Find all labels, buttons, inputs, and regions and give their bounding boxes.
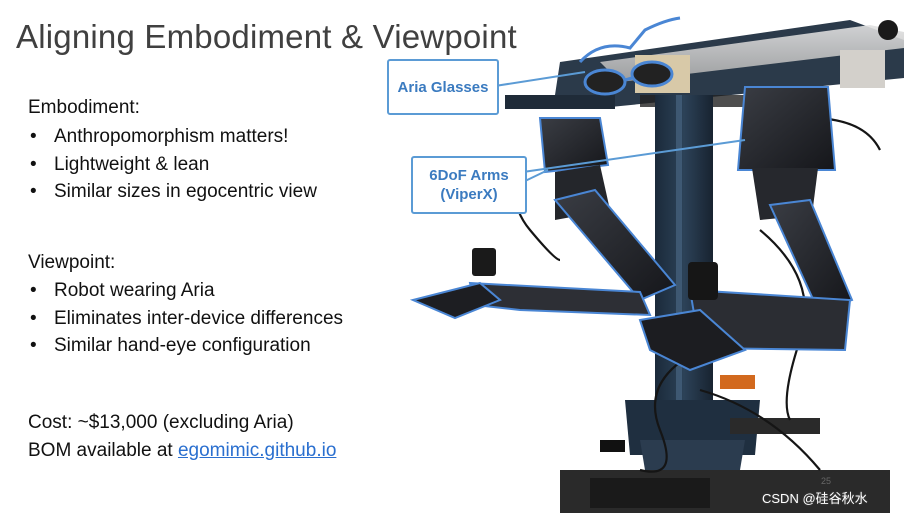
cost-value: ~$13,000 (excluding Aria) bbox=[72, 412, 294, 433]
page-title: Aligning Embodiment & Viewpoint bbox=[16, 18, 517, 55]
list-item: Lightweight & lean bbox=[28, 151, 317, 179]
bom-text: BOM available at bbox=[28, 440, 178, 461]
viewpoint-heading: Viewpoint: bbox=[28, 252, 116, 273]
callout-arms-line2: (ViperX) bbox=[440, 186, 498, 203]
cost-line: Cost: ~$13,000 (excluding Aria) bbox=[28, 412, 294, 434]
list-item: Robot wearing Aria bbox=[28, 277, 343, 305]
list-item: Similar sizes in egocentric view bbox=[28, 178, 317, 206]
bom-link[interactable]: egomimic.github.io bbox=[177, 440, 337, 461]
embodiment-heading: Embodiment: bbox=[28, 97, 140, 118]
watermark: CSDN @硅谷秋水 bbox=[762, 491, 868, 506]
viewpoint-list: Robot wearing Aria Eliminates inter-devi… bbox=[28, 277, 343, 360]
callout-aria-label: Aria Glasses bbox=[397, 78, 489, 96]
callout-connectors bbox=[494, 71, 746, 183]
callout-arms-line1: 6DoF Arms bbox=[429, 167, 509, 184]
list-item: Similar hand-eye configuration bbox=[28, 332, 343, 360]
left-arm bbox=[409, 117, 677, 320]
page-number: 25 bbox=[821, 476, 832, 486]
right-arm bbox=[638, 86, 854, 372]
callout-aria-glasses: Aria Glasses bbox=[387, 59, 499, 115]
list-item: Anthropomorphism matters! bbox=[28, 123, 317, 151]
embodiment-list: Anthropomorphism matters! Lightweight & … bbox=[28, 123, 317, 206]
aria-glasses bbox=[578, 16, 681, 96]
bom-line: BOM available at egomimic.github.io bbox=[28, 440, 336, 462]
cost-label: Cost: bbox=[28, 412, 73, 433]
callout-6dof-arms: 6DoF Arms (ViperX) bbox=[411, 156, 527, 214]
list-item: Eliminates inter-device differences bbox=[28, 305, 343, 333]
